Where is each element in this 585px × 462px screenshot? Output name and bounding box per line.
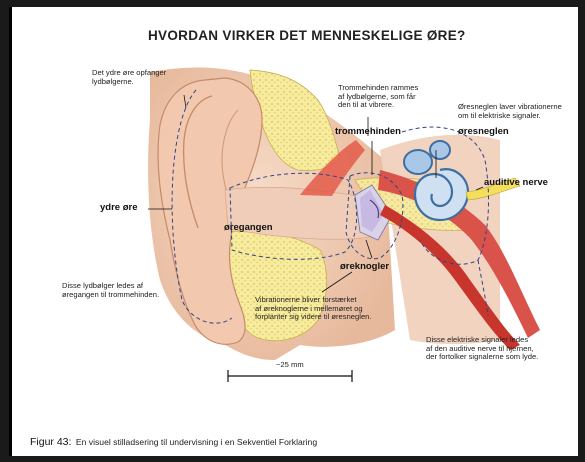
diagram-title: HVORDAN VIRKER DET MENNESKELIGE ØRE? bbox=[148, 28, 466, 44]
caption-text: En visuel stilladsering til undervisning… bbox=[76, 437, 317, 447]
nerve-note: Disse elektriske signaler ledes af den a… bbox=[426, 336, 538, 362]
outer-ear-note-line: lydbølgerne. bbox=[92, 78, 166, 87]
canal-note-line: øregangen til trommehinden. bbox=[62, 291, 159, 300]
canal-note: Disse lydbølger ledes af øregangen til t… bbox=[62, 282, 159, 299]
cochlea-note: Øresneglen laver vibrationerne om til el… bbox=[458, 103, 562, 120]
scale-label: ~25 mm bbox=[276, 361, 304, 370]
eardrum-note: Trommehinden rammes af lydbølgerne, som … bbox=[338, 84, 418, 110]
scale-bar bbox=[228, 370, 352, 382]
outer-ear-note: Det ydre øre opfanger lydbølgerne. bbox=[92, 69, 166, 86]
label-eardrum: trommehinden bbox=[335, 127, 401, 138]
label-cochlea: øresneglen bbox=[458, 127, 509, 138]
caption-figure-number: Figur 43: bbox=[30, 436, 71, 448]
eardrum-note-line: den til at vibrere. bbox=[338, 101, 418, 110]
label-outer-ear: ydre øre bbox=[100, 203, 138, 214]
nerve-note-line: der fortolker signalerne som lyde. bbox=[426, 353, 538, 362]
cochlea-note-line: om til elektriske signaler. bbox=[458, 112, 562, 121]
ossicles-note-line: forplanter sig videre til øresneglen. bbox=[255, 313, 372, 322]
label-auditory-nerve: auditive nerve bbox=[484, 178, 548, 189]
figure-caption: Figur 43: En visuel stilladsering til un… bbox=[30, 432, 317, 450]
label-ear-canal: øregangen bbox=[224, 223, 273, 234]
label-ossicles: øreknogler bbox=[340, 262, 389, 273]
ossicles-note: Vibrationerne bliver forstærket af ørekn… bbox=[255, 296, 372, 322]
